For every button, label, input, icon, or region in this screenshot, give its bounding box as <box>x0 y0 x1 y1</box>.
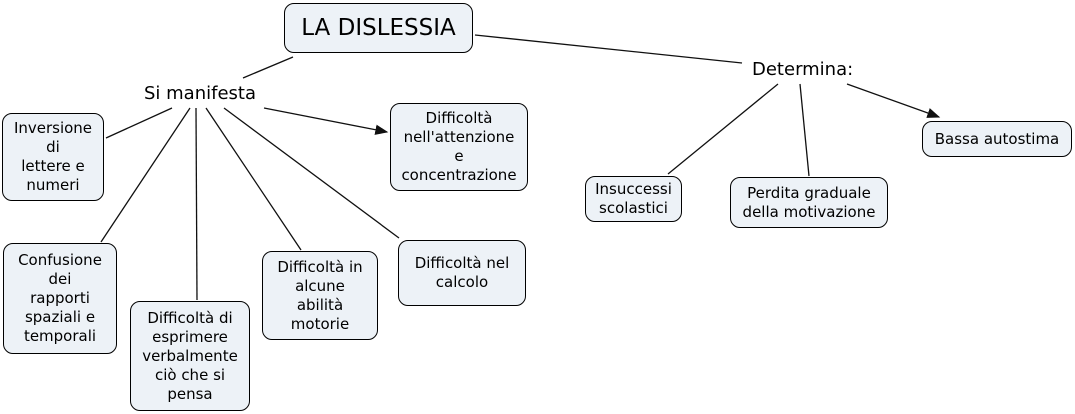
edge-determina-to-insuccessi <box>667 83 779 175</box>
edge-manifesta-to-attenzione-arrow <box>263 107 389 135</box>
node-bassa-autostima[interactable]: Bassa autostima <box>922 121 1072 157</box>
edge-manifesta-to-calcolo <box>223 107 400 239</box>
node-abilita-motorie[interactable]: Difficoltà in alcune abilità motorie <box>262 251 378 340</box>
label-si-manifesta[interactable]: Si manifesta <box>144 83 256 104</box>
edge-title-to-si-manifesta <box>242 56 294 79</box>
edge-manifesta-to-motorie <box>205 107 302 251</box>
node-esprimere-verbalmente[interactable]: Difficoltà di esprimere verbalmente ciò … <box>130 301 250 411</box>
label-determina[interactable]: Determina: <box>752 59 854 80</box>
edge-determina-to-perdita <box>799 83 810 177</box>
edge-manifesta-to-confusione <box>100 107 191 243</box>
edge-manifesta-to-esprimere <box>195 107 198 301</box>
edge-title-to-determina <box>474 34 743 64</box>
node-la-dislessia[interactable]: LA DISLESSIA <box>284 3 473 53</box>
edge-manifesta-to-inversione <box>105 107 173 139</box>
node-confusione-rapporti[interactable]: Confusione dei rapporti spaziali e tempo… <box>3 243 117 354</box>
node-inversione-lettere-numeri[interactable]: Inversione di lettere e numeri <box>2 113 104 201</box>
node-attenzione-concentrazione[interactable]: Difficoltà nell'attenzione e concentrazi… <box>390 103 528 191</box>
node-perdita-motivazione[interactable]: Perdita graduale della motivazione <box>730 177 888 228</box>
edge-determina-to-autostima-arrow <box>846 83 941 118</box>
node-calcolo[interactable]: Difficoltà nel calcolo <box>398 240 526 306</box>
node-insuccessi-scolastici[interactable]: Insuccessi scolastici <box>585 176 682 222</box>
